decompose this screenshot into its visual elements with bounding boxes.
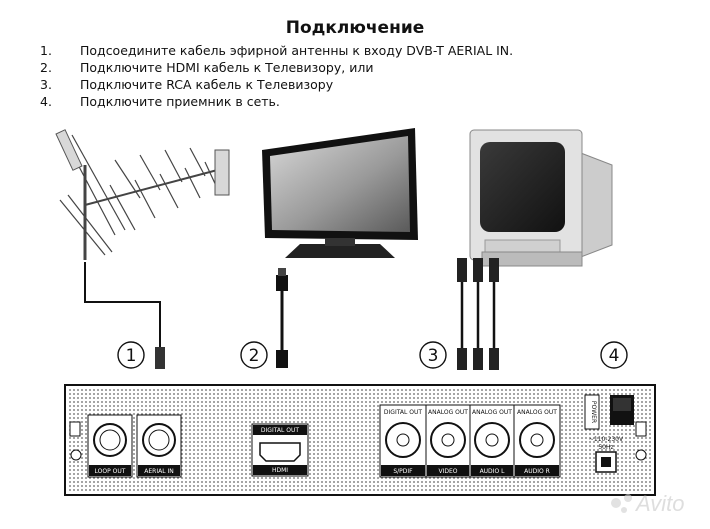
port-header: DIGITAL OUT <box>261 427 299 434</box>
power-label: POWER <box>590 401 597 423</box>
watermark-text: Avito <box>634 491 685 516</box>
loop-out-port: LOOP OUT <box>87 414 133 478</box>
audio-l-port: ANALOG OUT AUDIO L <box>469 404 515 478</box>
antenna-cable <box>84 262 161 348</box>
step-number: 4. <box>40 94 52 109</box>
marker-number: 3 <box>428 346 439 366</box>
port-label: HDMI <box>272 467 288 474</box>
step-number: 3. <box>40 77 52 92</box>
port-header: DIGITAL OUT <box>384 409 422 416</box>
voltage-label: ~110-230V <box>589 436 624 443</box>
crt-tv-icon <box>469 129 613 267</box>
spdif-port: DIGITAL OUT S/PDIF <box>379 404 427 478</box>
marker-number: 2 <box>249 346 260 366</box>
port-header: ANALOG OUT <box>472 409 512 416</box>
video-port: ANALOG OUT VIDEO <box>425 404 471 478</box>
audio-r-port: ANALOG OUT AUDIO R <box>513 404 561 478</box>
step-number: 2. <box>40 60 52 75</box>
aerial-in-port: AERIAL IN <box>136 414 182 478</box>
port-label: S/PDIF <box>393 468 413 475</box>
step-text: Подсоедините кабель эфирной антенны к вх… <box>80 43 514 58</box>
port-label: AUDIO R <box>524 468 550 475</box>
step-text: Подключите приемник в сеть. <box>80 94 280 109</box>
page-title: Подключение <box>285 18 425 38</box>
step-text: Подключите HDMI кабель к Телевизору, или <box>80 60 374 75</box>
step-4: 4. Подключите приемник в сеть. <box>0 93 600 110</box>
avito-watermark: Avito <box>611 491 685 516</box>
hdmi-port: DIGITAL OUT HDMI <box>251 423 309 477</box>
step-3: 3. Подключите RCA кабель к Телевизору <box>0 76 600 93</box>
hdmi-cable <box>276 268 288 368</box>
coax-plug-icon <box>155 347 165 369</box>
instruction-list: 1. Подсоедините кабель эфирной антенны к … <box>0 42 600 110</box>
rca-cables <box>460 282 496 348</box>
frequency-label: 50Hz <box>598 444 613 451</box>
marker-number: 4 <box>609 346 620 366</box>
step-marker-3: 3 <box>419 341 447 369</box>
port-label: LOOP OUT <box>95 468 126 475</box>
port-label: VIDEO <box>438 468 457 475</box>
power-section: POWER ~110-230V 50Hz <box>584 394 634 473</box>
step-2: 2. Подключите HDMI кабель к Телевизору, и… <box>0 59 600 76</box>
marker-number: 1 <box>126 346 137 366</box>
step-text: Подключите RCA кабель к Телевизору <box>80 77 334 92</box>
flat-tv-icon <box>262 128 418 258</box>
step-marker-2: 2 <box>240 341 268 369</box>
port-label: AUDIO L <box>480 468 506 475</box>
step-1: 1. Подсоедините кабель эфирной антенны к … <box>0 42 600 59</box>
step-marker-1: 1 <box>117 341 145 369</box>
port-header: ANALOG OUT <box>517 409 557 416</box>
step-number: 1. <box>40 43 52 58</box>
step-marker-4: 4 <box>600 341 628 369</box>
port-header: ANALOG OUT <box>428 409 468 416</box>
port-label: AERIAL IN <box>144 468 173 475</box>
antenna-icon <box>55 129 230 260</box>
rca-plugs <box>457 258 499 370</box>
